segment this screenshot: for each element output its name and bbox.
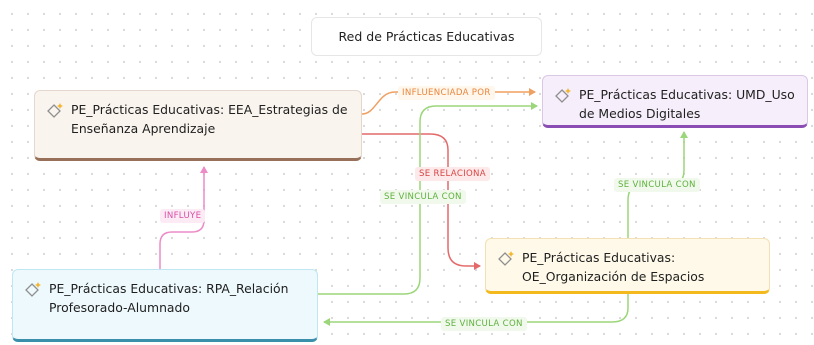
edge-influye[interactable] — [159, 166, 208, 269]
edge-label-se-vincula-oe-rpa[interactable]: SE VINCULA CON — [441, 317, 527, 331]
edge-label-influenciada-por[interactable]: INFLUENCIADA POR — [398, 86, 495, 100]
node-eea-label: PE_Prácticas Educativas: EEA_Estrategias… — [71, 102, 348, 136]
edge-label-se-relaciona[interactable]: SE RELACIONA — [415, 167, 490, 181]
edge-influenciada-por[interactable] — [361, 88, 536, 115]
diagram-title-text: Red de Prácticas Educativas — [338, 29, 515, 44]
edge-label-se-vincula-oe-umd[interactable]: SE VINCULA CON — [614, 178, 700, 192]
node-eea[interactable]: PE_Prácticas Educativas: EEA_Estrategias… — [34, 90, 362, 161]
edge-label-se-vincula-rpa-umd[interactable]: SE VINCULA CON — [380, 190, 466, 204]
diamond-sparkle-icon — [25, 282, 41, 297]
node-oe-label: PE_Prácticas Educativas: OE_Organización… — [522, 250, 705, 284]
node-umd[interactable]: PE_Prácticas Educativas: UMD_Uso de Medi… — [542, 75, 808, 128]
node-rpa-label: PE_Prácticas Educativas: RPA_Relación Pr… — [49, 281, 289, 315]
diamond-sparkle-icon — [47, 103, 63, 118]
node-umd-label: PE_Prácticas Educativas: UMD_Uso de Medi… — [579, 87, 795, 121]
edge-se-vincula-oe-rpa[interactable] — [323, 294, 629, 326]
edge-label-influye[interactable]: INFLUYE — [160, 209, 206, 223]
diamond-sparkle-icon — [555, 88, 571, 103]
diamond-sparkle-icon — [498, 251, 514, 266]
diagram-title[interactable]: Red de Prácticas Educativas — [311, 17, 542, 56]
node-rpa[interactable]: PE_Prácticas Educativas: RPA_Relación Pr… — [12, 269, 318, 342]
node-oe[interactable]: PE_Prácticas Educativas: OE_Organización… — [485, 238, 770, 294]
